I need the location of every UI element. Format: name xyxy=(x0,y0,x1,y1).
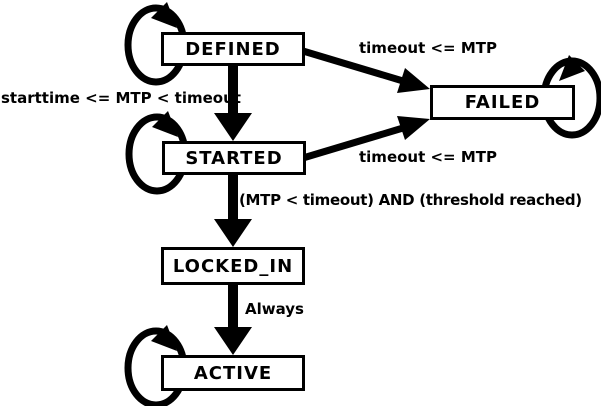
state-label-started: STARTED xyxy=(185,147,283,169)
state-box-started: STARTED xyxy=(162,141,306,175)
arrow-started-to-failed-shaft xyxy=(301,124,405,162)
state-box-failed: FAILED xyxy=(430,85,575,120)
arrow-locked-in-to-active xyxy=(214,285,252,355)
self-loop-defined-arrowhead-icon xyxy=(151,2,177,28)
transition-label-defined-failed: timeout <= MTP xyxy=(359,39,498,57)
transition-label-defined-started: starttime <= MTP < timeout xyxy=(1,89,241,107)
state-box-locked-in: LOCKED_IN xyxy=(161,247,305,285)
state-label-active: ACTIVE xyxy=(193,362,273,384)
transition-label-locked-in-active: Always xyxy=(245,300,304,318)
arrow-defined-to-failed-shaft xyxy=(301,47,405,85)
state-label-failed: FAILED xyxy=(464,92,541,113)
state-box-defined: DEFINED xyxy=(161,32,305,66)
arrow-started-to-failed xyxy=(301,116,430,162)
self-loop-active-arrowhead-icon xyxy=(151,325,177,351)
arrow-defined-to-failed-arrowhead-icon xyxy=(397,68,430,93)
self-loop-failed-arrowhead-icon xyxy=(559,55,585,81)
transition-label-started-locked-in: (MTP < timeout) AND (threshold reached) xyxy=(239,191,582,209)
arrow-defined-to-started xyxy=(214,66,252,141)
self-loop-started-arrowhead-icon xyxy=(152,111,178,137)
arrow-started-to-locked-in xyxy=(214,175,252,247)
arrow-defined-to-failed xyxy=(301,47,430,93)
state-box-active: ACTIVE xyxy=(161,355,305,391)
state-label-locked-in: LOCKED_IN xyxy=(172,255,294,277)
state-label-defined: DEFINED xyxy=(185,38,281,60)
transition-label-started-failed: timeout <= MTP xyxy=(359,148,498,166)
arrow-started-to-failed-arrowhead-icon xyxy=(397,116,430,140)
